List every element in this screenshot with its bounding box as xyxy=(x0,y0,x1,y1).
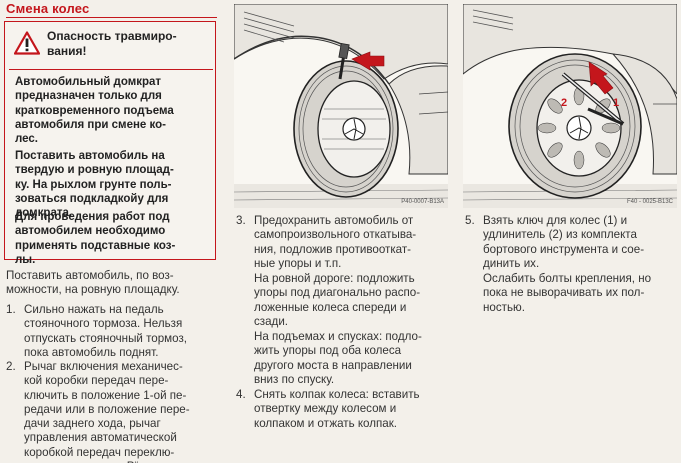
title-underline xyxy=(6,17,217,18)
step-3-slope-text: На подъемах и спусках: подло- жить упоры… xyxy=(254,330,422,386)
warning-header: Опасность травмиро- вания! xyxy=(13,28,213,68)
step-number: 1. xyxy=(6,303,16,316)
intro-text: Поставить автомобиль, по воз- можности, … xyxy=(6,269,180,297)
figure-wheel-wrench: 2 1 F40 - 0025-B13C xyxy=(463,4,677,208)
warning-divider xyxy=(9,69,213,70)
figure-code: P40-0007-B13A xyxy=(401,199,444,205)
car-wheel-illustration xyxy=(234,4,448,208)
warning-box: Опасность травмиро- вания! Автомобильный… xyxy=(4,21,216,266)
warning-triangle-icon xyxy=(14,31,40,55)
step-text: Снять колпак колеса: вставить отвертку м… xyxy=(254,388,420,430)
list-item-step-2: 2. Рычаг включения механичес- кой коробк… xyxy=(6,360,221,463)
warning-paragraph-stands: Для проведения работ под автомобилем нео… xyxy=(15,211,176,266)
warning-title: Опасность травмиро- вания! xyxy=(47,29,177,58)
figure-hubcap-removal: P40-0007-B13A xyxy=(234,4,448,208)
warning-paragraph-surface: Поставить автомобиль на твердую и ровную… xyxy=(15,150,174,220)
step-number: 3. xyxy=(236,214,246,227)
step-text: Рычаг включения механичес- кой коробки п… xyxy=(24,360,190,463)
step-number: 4. xyxy=(236,388,246,401)
wheel-wrench-illustration: 2 1 xyxy=(463,4,677,208)
step-3-flat-road-text: На ровной дороге: подложить упоры под ди… xyxy=(254,272,421,328)
list-item-step-3: 3. Предохранить автомобиль от самопроизв… xyxy=(236,214,451,274)
step-text: Взять ключ для колес (1) и удлинитель (2… xyxy=(483,214,645,270)
step-text: Предохранить автомобиль от самопроизволь… xyxy=(254,214,417,270)
list-item-step-5: 5. Взять ключ для колес (1) и удлинитель… xyxy=(465,214,679,274)
wrench-label-1: 1 xyxy=(613,97,619,109)
list-item-step-4: 4. Снять колпак колеса: вставить отвертк… xyxy=(236,388,451,434)
figure-code: F40 - 0025-B13C xyxy=(626,199,673,205)
step-number: 5. xyxy=(465,214,475,227)
step-text: Сильно нажать на педаль стояночного торм… xyxy=(24,303,188,359)
wrench-label-2: 2 xyxy=(561,97,567,109)
section-title: Смена колес xyxy=(6,1,90,16)
step-number: 2. xyxy=(6,360,16,373)
list-item-step-1: 1. Сильно нажать на педаль стояночного т… xyxy=(6,303,221,363)
warning-paragraph-jack: Автомобильный домкрат предназначен тольк… xyxy=(15,76,174,146)
step-5-loosen-text: Ослабить болты крепления, но пока не выв… xyxy=(483,272,652,314)
